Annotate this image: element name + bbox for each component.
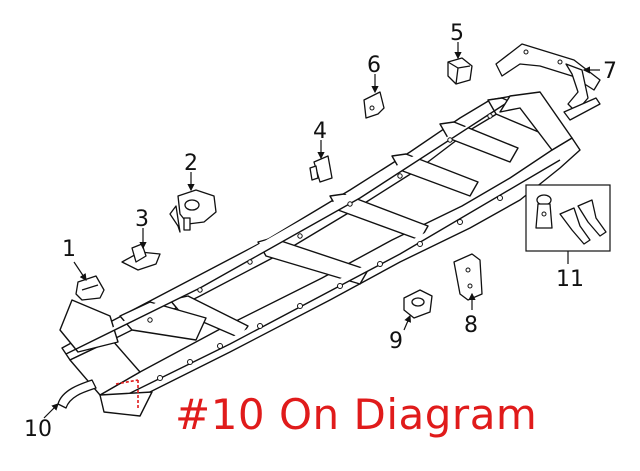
callout-6: 6 <box>367 53 381 78</box>
rear-frame-end <box>499 91 573 151</box>
part-11-bolt <box>535 194 553 229</box>
part-10-hose <box>57 379 97 409</box>
part-1-bracket <box>75 275 105 301</box>
callout-11: 11 <box>556 267 584 292</box>
part-2-engine-mount <box>169 189 217 233</box>
chassis-frame <box>59 91 581 417</box>
rail-detail-line-inner <box>65 103 506 355</box>
part-8-bracket <box>453 253 483 301</box>
part-5-block <box>447 57 473 85</box>
lower-front-rail <box>99 391 153 417</box>
part-3-bracket <box>121 243 161 271</box>
diagram-caption: #10 On Diagram <box>175 390 538 439</box>
callout-1: 1 <box>62 237 76 262</box>
frame-holes <box>147 113 503 381</box>
part-10-marker <box>115 379 139 410</box>
callout-9: 9 <box>389 329 403 354</box>
part-7-hitch <box>495 43 601 121</box>
part-4-bracket <box>309 155 333 183</box>
callout-4: 4 <box>313 119 327 144</box>
callout-2: 2 <box>184 151 198 176</box>
callout-5: 5 <box>450 21 464 46</box>
part-11-kit-box <box>525 184 611 264</box>
part-11-strap <box>559 199 607 245</box>
part-9-pad <box>403 289 433 319</box>
part-6-plate <box>363 91 385 119</box>
leader-lines <box>43 42 600 419</box>
callout-8: 8 <box>464 313 478 338</box>
callout-10: 10 <box>24 417 52 442</box>
rail-detail-line <box>111 159 561 403</box>
callout-3: 3 <box>135 207 149 232</box>
callout-7: 7 <box>603 59 617 84</box>
